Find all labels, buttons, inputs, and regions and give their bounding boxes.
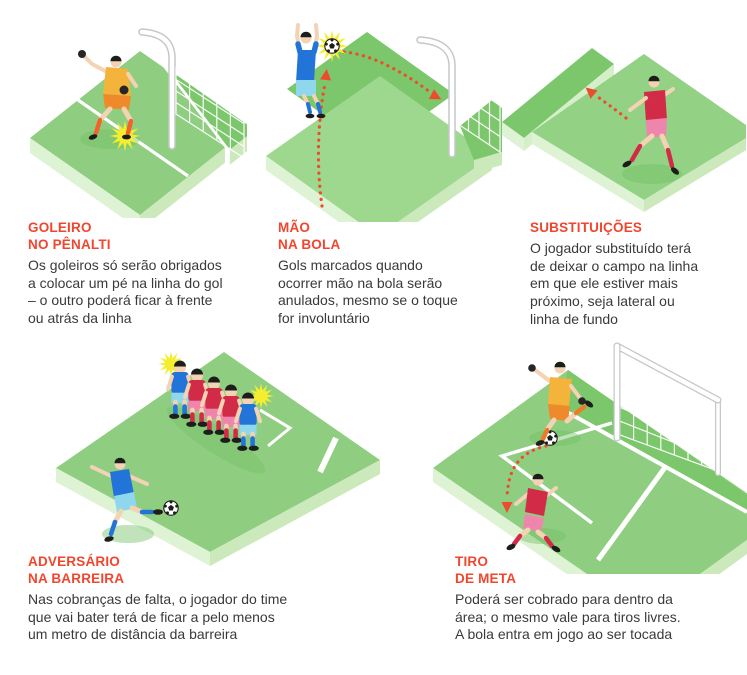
goal-post (138, 28, 176, 150)
field (433, 370, 747, 574)
panel-heading: NA BOLA (278, 237, 341, 252)
glove (528, 364, 536, 372)
goal-net (457, 60, 501, 154)
goalkeeper-figure (528, 361, 594, 446)
deflection-arrow (342, 50, 432, 94)
penalty-area-line (498, 421, 613, 525)
goal-line-gap (317, 436, 339, 474)
field-gap (595, 464, 669, 562)
panel-heading: NO PÊNALTI (28, 237, 111, 252)
field (266, 32, 502, 222)
soccer-ball (324, 37, 340, 54)
area-behind-goal (560, 370, 747, 513)
panel-goleiro-no-penalti-text: GOLEIRO NO PÊNALTI Os goleiros só serão … (28, 219, 223, 328)
panel-body: Os goleiros só serão obrigados a colocar… (28, 257, 223, 326)
panel-body: O jogador substituído terá de deixar o c… (530, 240, 699, 327)
panel-heading: DE META (455, 571, 517, 586)
glove (78, 50, 86, 58)
panel-heading: GOLEIRO (28, 220, 92, 235)
field-behind-goal (168, 69, 247, 150)
field (30, 51, 247, 218)
illustration-tiro-de-meta (433, 342, 747, 574)
panel-body: Gols marcados quando ocorrer mão na bola… (278, 257, 458, 326)
glove (119, 85, 129, 95)
panel-heading: TIRO (455, 554, 489, 569)
kick-path-arrow (505, 444, 548, 500)
field (56, 352, 380, 566)
panel-substituicoes-text: SUBSTITUIÇÕES O jogador substituído terá… (530, 219, 698, 328)
panel-tiro-de-meta-text: TIRO DE META Poderá ser cobrado para den… (455, 553, 681, 644)
player-figure-red (622, 75, 680, 175)
goal-line (557, 405, 747, 514)
runner-figure-red (506, 473, 561, 553)
illustration-goleiro-no-penalti (30, 28, 247, 218)
illustration-adversario-na-barreira (56, 351, 380, 566)
field (502, 48, 746, 212)
panel-body: Poderá ser cobrado para dentro da área; … (455, 591, 681, 643)
goalkeeper-figure (78, 50, 138, 140)
goal-post (416, 36, 456, 158)
glove (578, 397, 586, 405)
player-figure-blue (294, 23, 326, 119)
panel-heading: SUBSTITUIÇÕES (530, 220, 643, 235)
illustration-substituicoes (502, 48, 746, 212)
panel-heading: MÃO (278, 220, 311, 235)
shadow (622, 164, 682, 184)
goal-frame (613, 342, 722, 476)
soccer-ball (163, 499, 179, 516)
shadow (102, 525, 154, 543)
panel-heading: NA BARREIRA (28, 571, 125, 586)
panel-heading: ADVERSÁRIO (28, 554, 121, 569)
kicker-figure-blue (90, 457, 163, 542)
shot-path-arrow (316, 82, 327, 208)
panel-adversario-na-barreira-text: ADVERSÁRIO NA BARREIRA Nas cobranças de … (28, 553, 287, 644)
sideline-strip (502, 48, 614, 138)
goal-net (175, 66, 245, 160)
panel-mao-na-bola-text: MÃO NA BOLA Gols marcados quando ocorrer… (278, 219, 458, 328)
exit-arrow (596, 95, 628, 120)
penalty-area-corner-line (259, 408, 293, 448)
illustration-mao-na-bola (266, 23, 502, 222)
goal-line (77, 98, 189, 178)
panel-body: Nas cobranças de falta, o jogador do tim… (28, 591, 288, 643)
